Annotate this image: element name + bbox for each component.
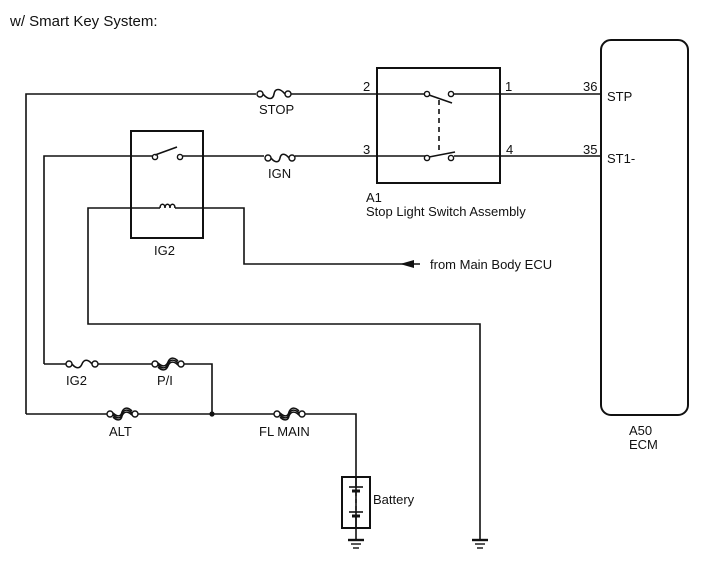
ground-relay-icon (472, 538, 488, 549)
fuse-pi-icon (151, 357, 185, 371)
main-body-ecu-label: from Main Body ECU (430, 257, 553, 272)
fuse-stop-icon (256, 88, 292, 100)
battery-icon (349, 477, 363, 528)
diagram-title: w/ Smart Key System: (10, 13, 158, 30)
ground-battery-icon (348, 538, 364, 549)
fuse-alt-icon (106, 407, 139, 421)
junction-dot (209, 411, 215, 417)
switch-bottom-icon (423, 151, 456, 162)
fuse-ign-icon (264, 153, 296, 163)
ig2-relay-box (130, 130, 204, 239)
wire-ign-circuit (43, 155, 154, 364)
fuse-stop-label: STOP (259, 102, 295, 117)
relay-coil-icon (159, 203, 176, 209)
ecm-id: A50 (629, 423, 653, 438)
arrow-left-icon (400, 260, 414, 268)
a1-pin-3: 3 (363, 142, 371, 157)
a1-name: Stop Light Switch Assembly (366, 204, 526, 219)
a1-id: A1 (366, 190, 382, 205)
a1-pin-1: 1 (505, 79, 513, 94)
ecm-pin-36-num: 36 (583, 79, 598, 94)
wire-pi-to-junction (184, 363, 213, 414)
fuse-fl-main-label: FL MAIN (259, 424, 310, 439)
relay-switch-icon (151, 146, 184, 161)
a1-pin-2: 2 (363, 79, 371, 94)
fuse-ign-label: IGN (268, 166, 292, 181)
wire-relay-coil-ground (87, 207, 481, 540)
switch-top-icon (423, 90, 455, 104)
fuse-ig2-icon (65, 359, 99, 369)
fuse-fl-main-icon (273, 407, 306, 421)
wire-fl-main-to-battery (305, 413, 357, 540)
ecm-box (600, 39, 689, 416)
ecm-pin-35-num: 35 (583, 142, 598, 157)
ecm-pin-35-name: ST1- (607, 151, 636, 166)
a1-pin-4: 4 (506, 142, 514, 157)
fuse-pi-label: P/I (157, 373, 173, 388)
ecm-pin-36-name: STP (607, 89, 633, 104)
fuse-ig2-label: IG2 (66, 373, 87, 388)
wire-stop-circuit (25, 93, 256, 414)
battery-label: Battery (373, 492, 415, 507)
relay-label: IG2 (154, 243, 175, 258)
stop-light-switch-box (376, 67, 501, 184)
fuse-alt-label: ALT (109, 424, 132, 439)
ecm-name: ECM (629, 437, 658, 452)
wire-relay-coil-main-body-ecu (175, 207, 420, 265)
